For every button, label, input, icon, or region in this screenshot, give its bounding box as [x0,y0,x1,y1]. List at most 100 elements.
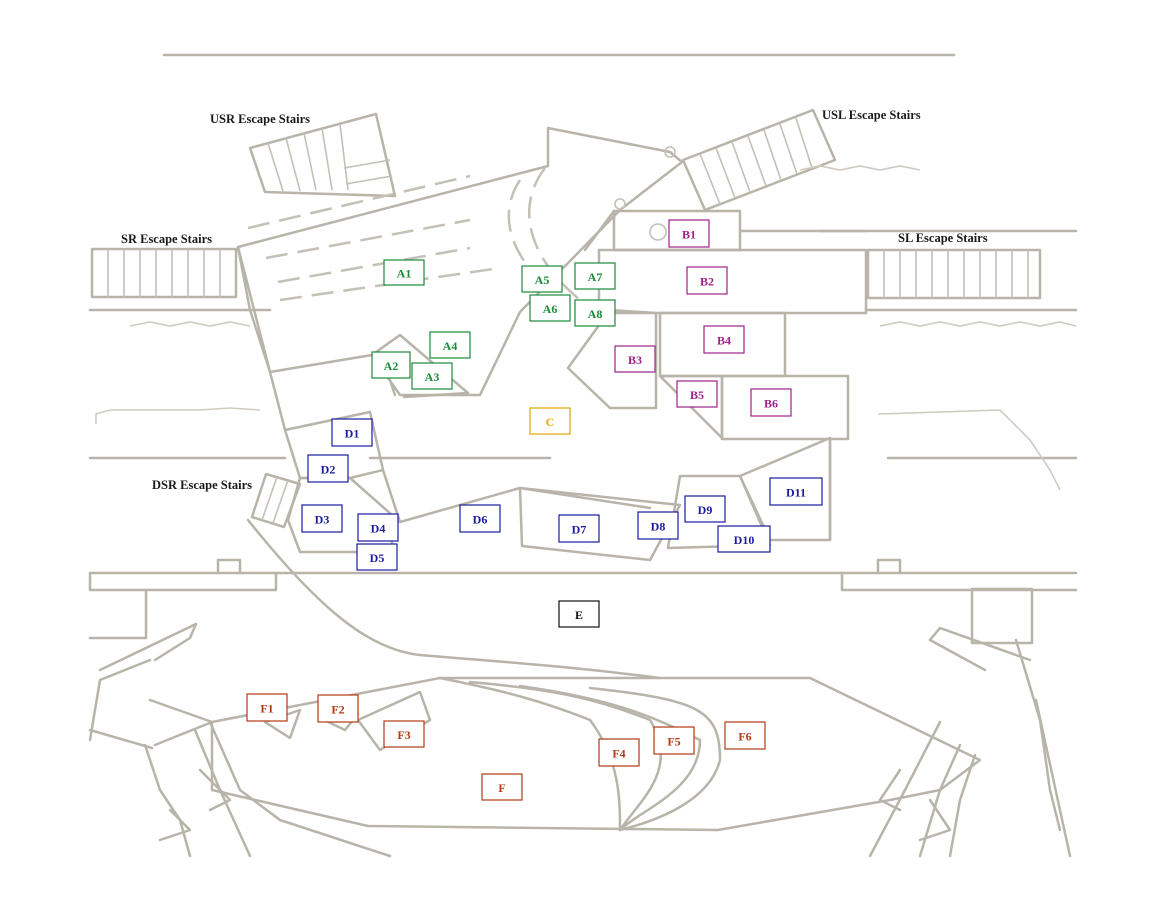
zone-f1-label: F1 [260,702,273,716]
zone-b1: B1 [668,219,710,248]
zone-b4-box [703,325,745,354]
zone-d1: D1 [331,418,373,447]
zone-b3-label: B3 [628,353,642,367]
zone-d5-box [356,543,398,571]
zone-f4-label: F4 [612,747,625,761]
zone-f3-label: F3 [397,728,410,742]
zone-a4-box [429,331,471,359]
dsr-escape-stairs [250,472,302,529]
zone-a2-label: A2 [384,359,399,373]
usr-stairs-label: USR Escape Stairs [210,112,310,126]
zone-f4-box [598,738,640,767]
zone-f-box [481,773,523,801]
zone-b3-box [614,345,656,373]
zone-e-label: E [575,608,583,622]
zone-b2-label: B2 [700,275,714,289]
zone-f6: F6 [724,721,766,750]
zone-d8-box [637,511,679,540]
zone-a6-label: A6 [543,302,558,316]
zone-d2: D2 [307,454,349,483]
zone-d1-box [331,418,373,447]
zone-b4: B4 [703,325,745,354]
zone-c: C [529,407,571,435]
zone-f1-box [246,693,288,722]
zone-f2-label: F2 [331,703,344,717]
zone-d11: D11 [769,477,823,506]
sl-stairs-label: SL Escape Stairs [898,231,988,245]
zone-d4-label: D4 [371,522,386,536]
zone-a7: A7 [574,262,616,290]
zone-d7-label: D7 [572,523,587,537]
zone-c-box [529,407,571,435]
zone-b2: B2 [686,266,728,295]
zone-a1-label: A1 [397,267,412,281]
zone-d1-label: D1 [345,427,360,441]
zone-d2-label: D2 [321,463,336,477]
zone-a6-box [529,294,571,322]
zone-a8: A8 [574,299,616,327]
zone-b3: B3 [614,345,656,373]
zone-d4-box [357,513,399,542]
zone-e-box [558,600,600,628]
zone-d4: D4 [357,513,399,542]
zone-e: E [558,600,600,628]
zone-a7-box [574,262,616,290]
zone-f5-label: F5 [667,735,680,749]
dsr-stairs-label: DSR Escape Stairs [152,478,252,492]
zone-d11-label: D11 [786,486,806,500]
zone-f4: F4 [598,738,640,767]
usr-escape-stairs [248,112,397,198]
zone-f5: F5 [653,726,695,755]
zone-d9: D9 [684,495,726,523]
zone-d2-box [307,454,349,483]
zone-d3-box [301,504,343,533]
zone-d6-box [459,504,501,533]
zone-a5-box [521,265,563,293]
zone-a5: A5 [521,265,563,293]
zone-d7-box [558,514,600,543]
sr-stairs-label: SR Escape Stairs [121,232,212,246]
zone-a5-label: A5 [535,273,550,287]
sr-escape-stairs [90,247,238,299]
zone-d6: D6 [459,504,501,533]
zone-a3: A3 [411,362,453,390]
usl-escape-stairs [681,108,837,212]
zone-b1-box [668,219,710,248]
zone-b5-box [676,380,718,408]
zone-b5: B5 [676,380,718,408]
zone-d7: D7 [558,514,600,543]
zone-d5: D5 [356,543,398,571]
zone-b4-label: B4 [717,334,731,348]
zone-b5-label: B5 [690,388,704,402]
zone-d11-box [769,477,823,506]
zone-b6: B6 [750,388,792,417]
zone-f1: F1 [246,693,288,722]
zone-d9-label: D9 [698,503,713,517]
zone-d6-label: D6 [473,513,488,527]
zone-d8-label: D8 [651,520,666,534]
zone-a3-box [411,362,453,390]
zone-f6-label: F6 [738,730,751,744]
zone-d10-label: D10 [734,533,755,547]
zone-f2-box [317,694,359,723]
usl-stairs-label: USL Escape Stairs [822,108,921,122]
zone-f3: F3 [383,720,425,748]
zone-d3-label: D3 [315,513,330,527]
zone-a7-label: A7 [588,270,603,284]
zone-b6-box [750,388,792,417]
zone-f: F [481,773,523,801]
zone-a2-box [371,351,411,379]
zone-a4-label: A4 [443,339,458,353]
zone-d8: D8 [637,511,679,540]
wing-walls [88,165,1078,491]
downstage-area [88,622,1072,858]
zone-b1-label: B1 [682,228,696,242]
zone-f6-box [724,721,766,750]
sl-escape-stairs [866,248,1042,300]
zone-d5-label: D5 [370,551,385,565]
zone-f3-box [383,720,425,748]
zone-f-label: F [498,781,505,795]
